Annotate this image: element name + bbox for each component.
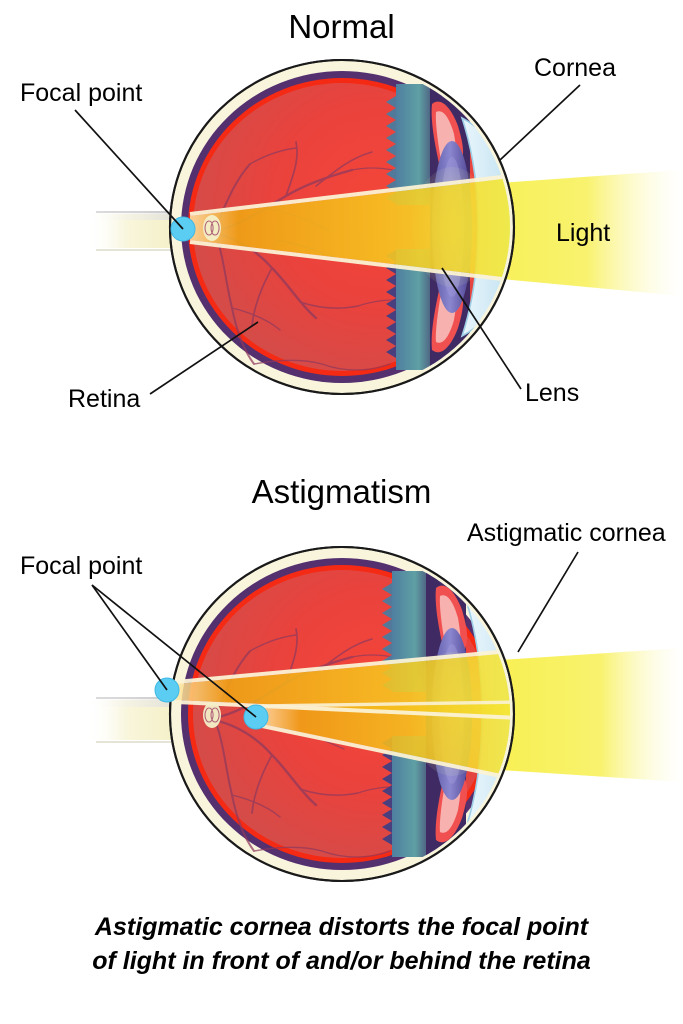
caption-line-1: Astigmatic cornea distorts the focal poi… xyxy=(94,913,589,941)
sclera-outline-astig xyxy=(168,545,516,883)
optic-nerve-highlight-normal xyxy=(86,211,186,220)
optic-nerve-tail-normal xyxy=(86,214,186,248)
label-astigmatic-cornea: Astigmatic cornea xyxy=(467,519,666,547)
ora-serrata-top-normal xyxy=(386,96,396,204)
leader-lens-normal xyxy=(441,267,522,390)
light-ray-c-astig xyxy=(261,700,510,708)
light-ray-d-astig xyxy=(261,724,510,782)
caption-line-2: of light in front of and/or behind the r… xyxy=(92,947,591,975)
leader-focal-point-astig-behind xyxy=(91,584,257,718)
normal-eye-group xyxy=(74,58,683,396)
label-focal-point-astig: Focal point xyxy=(20,552,143,580)
leader-retina-normal xyxy=(149,321,259,395)
ora-serrata-bottom-astig xyxy=(382,737,392,845)
light-beam-lower-astig xyxy=(262,704,510,778)
light-source-glow-normal xyxy=(470,170,683,296)
optic-disc-detail-normal xyxy=(204,220,220,236)
light-ray-lower-normal xyxy=(189,240,510,282)
label-cornea-normal: Cornea xyxy=(534,54,616,82)
ora-serrata-bottom-normal xyxy=(386,250,396,358)
leader-cornea-normal xyxy=(499,84,581,161)
sclera-outline-normal xyxy=(168,58,516,396)
optic-nerve-tail-astig xyxy=(86,700,186,740)
panel-title-astigmatism: Astigmatism xyxy=(251,473,432,510)
label-lens-normal: Lens xyxy=(525,379,580,407)
light-beam-upper-astig xyxy=(176,652,510,716)
light-ray-a-astig xyxy=(175,648,510,684)
light-cone-normal xyxy=(190,178,510,278)
leader-astigmatic-cornea xyxy=(517,551,579,653)
label-retina-normal: Retina xyxy=(68,385,141,413)
panel-title-normal: Normal xyxy=(288,8,395,45)
optic-disc-astig xyxy=(203,702,221,728)
leader-focal-point-normal xyxy=(74,109,184,230)
light-ray-b-astig xyxy=(175,700,510,720)
label-light-normal: Light xyxy=(556,219,611,247)
light-source-glow-astig xyxy=(500,648,683,782)
light-ray-upper-normal xyxy=(189,174,510,216)
optic-disc-normal xyxy=(203,215,221,241)
astigmatic-eye-group xyxy=(86,545,683,883)
optic-disc-detail-astig xyxy=(204,707,220,723)
label-focal-point-normal: Focal point xyxy=(20,79,143,107)
leader-focal-point-astig-front xyxy=(91,584,168,691)
